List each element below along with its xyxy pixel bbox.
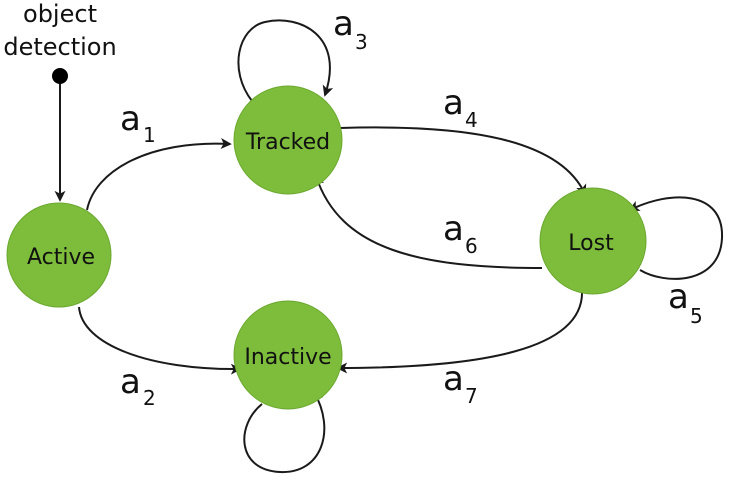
node-tracked: Tracked: [233, 85, 343, 195]
label-a6-sub: 6: [465, 234, 478, 258]
label-a5-sub: 5: [690, 304, 703, 328]
label-a4-sub: 4: [465, 108, 478, 132]
node-active: Active: [6, 202, 112, 308]
label-a2: a 2: [120, 362, 156, 410]
entry-label-line2: detection: [3, 33, 116, 61]
label-a4: a 4: [443, 83, 478, 132]
label-a4-base: a: [443, 83, 464, 123]
label-a3-sub: 3: [355, 30, 368, 54]
node-tracked-circle: [233, 85, 343, 195]
entry-label-line1: object: [23, 0, 97, 28]
node-lost-circle: [539, 187, 647, 295]
node-inactive: Inactive: [233, 300, 343, 410]
edge-a4: [339, 126, 587, 196]
node-lost-label: Lost: [568, 231, 614, 256]
label-a2-sub: 2: [143, 386, 156, 410]
node-inactive-circle: [233, 300, 343, 410]
entry-point: object detection: [3, 0, 117, 202]
edge-a7: [336, 289, 584, 374]
edge-a5: [628, 196, 724, 280]
label-a7-sub: 7: [465, 384, 478, 408]
node-active-label: Active: [27, 245, 95, 270]
label-a1-sub: 1: [143, 123, 156, 147]
node-tracked-label: Tracked: [245, 130, 330, 155]
label-a1-base: a: [120, 99, 141, 139]
edge-a3: [237, 19, 334, 102]
edge-inactive-self: [243, 390, 326, 474]
initial-state-dot: [52, 68, 68, 84]
label-a5: a 5: [668, 277, 703, 328]
label-a3: a 3: [333, 4, 368, 54]
edge-a6: [313, 174, 543, 269]
node-lost: Lost: [539, 187, 647, 295]
label-a2-base: a: [120, 362, 141, 402]
label-a1: a 1: [120, 99, 156, 147]
node-active-circle: [6, 202, 112, 308]
label-a6: a 6: [443, 209, 478, 258]
label-a7-base: a: [443, 359, 464, 399]
edge-a1: [86, 138, 232, 211]
label-a7: a 7: [443, 359, 478, 408]
label-a3-base: a: [333, 4, 354, 44]
node-inactive-label: Inactive: [244, 345, 331, 370]
edge-a2: [78, 306, 242, 375]
label-a5-base: a: [668, 277, 689, 317]
label-a6-base: a: [443, 209, 464, 249]
